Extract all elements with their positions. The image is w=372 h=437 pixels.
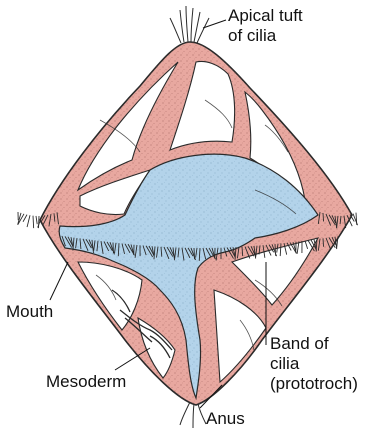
- label-band-of-cilia: Band of cilia (prototroch): [270, 334, 358, 394]
- label-mesoderm: Mesoderm: [46, 372, 126, 392]
- label-band-line-3: (prototroch): [270, 374, 358, 394]
- leader-mouth: [50, 262, 68, 300]
- label-apical-tuft-line-1: Apical tuft: [228, 6, 303, 26]
- label-apical-tuft: Apical tuft of cilia: [228, 6, 303, 46]
- label-anus: Anus: [206, 409, 245, 429]
- label-apical-tuft-line-2: of cilia: [228, 26, 303, 46]
- label-mouth: Mouth: [6, 302, 53, 322]
- label-band-line-2: cilia: [270, 354, 358, 374]
- apical-tuft: [170, 6, 209, 43]
- label-band-line-1: Band of: [270, 334, 358, 354]
